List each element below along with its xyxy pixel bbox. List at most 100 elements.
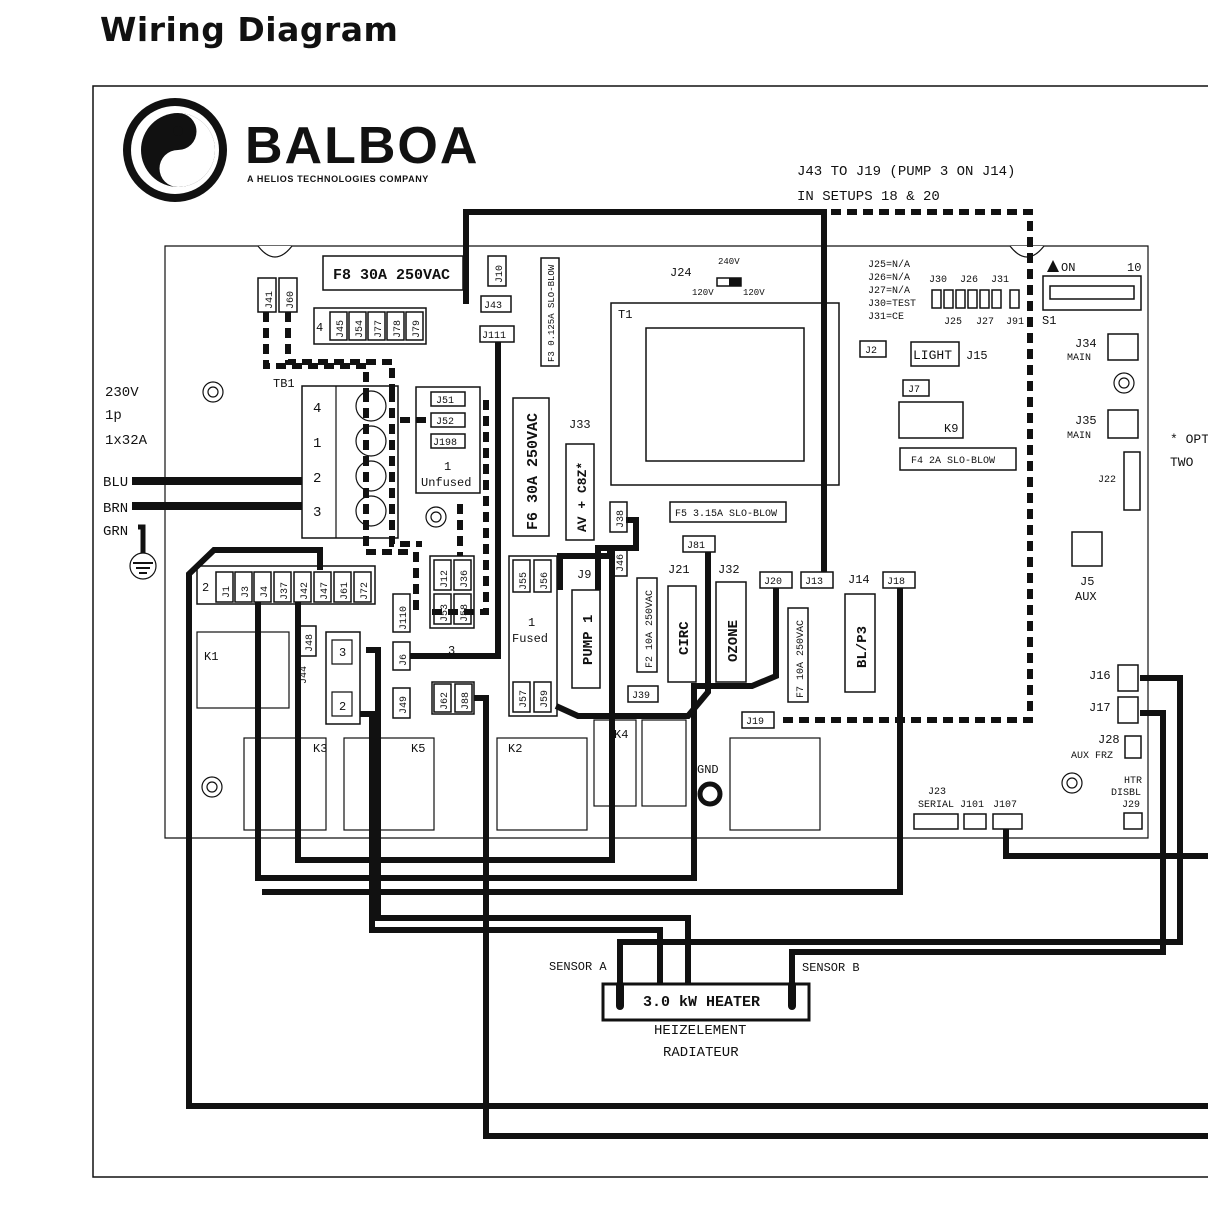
connectors-69-label: T1 <box>618 308 632 322</box>
mounting-screw-icon <box>1061 772 1083 794</box>
connectors-2-label: J4 <box>260 586 271 598</box>
av-c8z-connector <box>565 443 595 541</box>
components-aux-label: AUX <box>1075 590 1097 604</box>
connectors-53-label: J5 <box>1080 575 1094 589</box>
connectors-68-label: J91 <box>1006 317 1024 328</box>
connectors-57-label: J17 <box>1089 701 1111 715</box>
relay-k1 <box>196 631 290 709</box>
components-main2-label: MAIN <box>1067 431 1091 442</box>
connectors-30-label: J62 <box>440 692 451 710</box>
connectors-20-label: J198 <box>433 438 457 449</box>
fuses-f7-label: F7 10A 250VAC <box>796 620 807 698</box>
connector-j44: 3 2 <box>325 631 361 725</box>
connectors-33-label: J56 <box>540 572 551 590</box>
connectors-60-label: J23 <box>928 787 946 798</box>
components-avc8z-label: AV + C8Z* <box>575 462 590 532</box>
connectors-65-label: J31 <box>991 275 1009 286</box>
j43-note-line1: J43 TO J19 (PUMP 3 ON J14) <box>797 164 1015 180</box>
connectors-74-label: K5 <box>411 742 425 756</box>
connectors-18-label: J51 <box>436 396 454 407</box>
optional-note-1: * OPT <box>1170 432 1208 447</box>
heater-element: 3.0 kW HEATER HEIZELEMENT RADIATEUR SENS… <box>549 960 860 1061</box>
j24-v240-label: 240V <box>718 257 740 267</box>
pcb-outline <box>164 245 1149 839</box>
connectors-32-label: J55 <box>519 572 530 590</box>
connectors-35-label: J59 <box>540 690 551 708</box>
components-pump1-label: PUMP 1 <box>581 615 597 665</box>
components-blp3-label: BL/P3 <box>855 626 871 668</box>
connectors-36-label: J38 <box>616 510 627 528</box>
heater-name: 3.0 kW HEATER <box>643 994 760 1011</box>
connectors-19-label: J52 <box>436 417 454 428</box>
connectors-21-label: J12 <box>440 570 451 588</box>
components-fused-label: Fused <box>512 632 548 646</box>
components-ten-label: 10 <box>1127 261 1141 275</box>
connectors-1-label: J3 <box>241 586 252 598</box>
connectors-25-label: J110 <box>399 606 410 630</box>
connectors-58-label: J28 <box>1098 733 1120 747</box>
components-circ-label: CIRC <box>677 621 693 655</box>
components-light-label: LIGHT <box>913 348 952 363</box>
numbers-p3-label: 3 <box>339 646 346 660</box>
connectors-39-label: J81 <box>687 541 705 552</box>
components-s1-label: S1 <box>1042 314 1056 328</box>
connectors-56-label: J16 <box>1089 669 1111 683</box>
dashed-jumper-wires <box>263 209 1033 723</box>
brand-tagline: A HELIOS TECHNOLOGIES COMPANY <box>247 174 429 184</box>
connectors-45-label: J18 <box>887 577 905 588</box>
relay-k3 <box>243 737 327 831</box>
connectors-64-label: J26 <box>960 275 978 286</box>
connectors-67-label: J27 <box>976 317 994 328</box>
connectors-22-label: J36 <box>460 570 471 588</box>
connectors-63-label: J30 <box>929 275 947 286</box>
connector-row-top-left: J1 J3 J4 J37 J42 J47 J61 J72 <box>215 571 372 603</box>
brand-name: BALBOA <box>245 117 479 175</box>
pump1-connector <box>571 589 601 689</box>
connectors-71-label: K2 <box>508 742 522 756</box>
brn-label: BRN <box>103 501 128 517</box>
fuse-f8 <box>322 255 464 291</box>
heater-fr: RADIATEUR <box>663 1045 739 1061</box>
mounting-screw-icon <box>202 381 224 403</box>
numbers-p2-label: 2 <box>339 700 346 714</box>
tb1-screws <box>355 390 387 527</box>
components-main1-label: MAIN <box>1067 353 1091 364</box>
balboa-logo: BALBOA A HELIOS TECHNOLOGIES COMPANY <box>123 98 479 202</box>
diagram-frame <box>92 85 1208 1178</box>
aux-connector-j5 <box>1071 531 1103 567</box>
jumpers-j30-label: J30=TEST <box>868 299 916 310</box>
fuses-f2-label: F2 10A 250VAC <box>645 590 656 668</box>
connectors-42-label: J20 <box>764 577 782 588</box>
connectors-6-label: J61 <box>340 582 351 600</box>
ground-symbol-icon <box>129 552 157 580</box>
mounting-screw-icon <box>425 506 447 528</box>
connectors-46-label: J19 <box>746 717 764 728</box>
connectors-31-label: J88 <box>461 692 472 710</box>
grn-label: GRN <box>103 524 128 540</box>
components-htr2-label: DISBL <box>1111 788 1141 799</box>
components-htr1-label: HTR <box>1124 776 1142 787</box>
fuse-f4 <box>899 447 1017 471</box>
gnd-label: GND <box>697 763 719 777</box>
relay-k9 <box>641 719 687 807</box>
connectors-51-label: J15 <box>966 349 988 363</box>
terminal-block-tb1 <box>301 385 399 539</box>
connectors-40-label: J21 <box>668 563 690 577</box>
connectors-14-label: J79 <box>412 320 423 338</box>
connectors-4-label: J42 <box>300 582 311 600</box>
mounting-screw-icon <box>201 776 223 798</box>
fuse-f2 <box>636 577 658 673</box>
connectors-23-label: J53 <box>440 604 451 622</box>
light-connector <box>910 341 960 367</box>
jumpers-j27-label: J27=N/A <box>868 285 910 297</box>
numbers-tb4-label: 4 <box>313 401 321 417</box>
config-jumpers <box>931 289 1020 309</box>
blp3-connector <box>844 593 876 693</box>
components-aux-frz-label: AUX FRZ <box>1071 751 1113 762</box>
connectors-41-label: J32 <box>718 563 740 577</box>
fuses-f3-label: F3 0.125A SLO-BLOW <box>547 264 557 362</box>
connectors-44-label: J14 <box>848 573 870 587</box>
fuses-f5-label: F5 3.15A SLO-BLOW <box>675 509 777 520</box>
connectors-70-label: K1 <box>204 650 218 664</box>
